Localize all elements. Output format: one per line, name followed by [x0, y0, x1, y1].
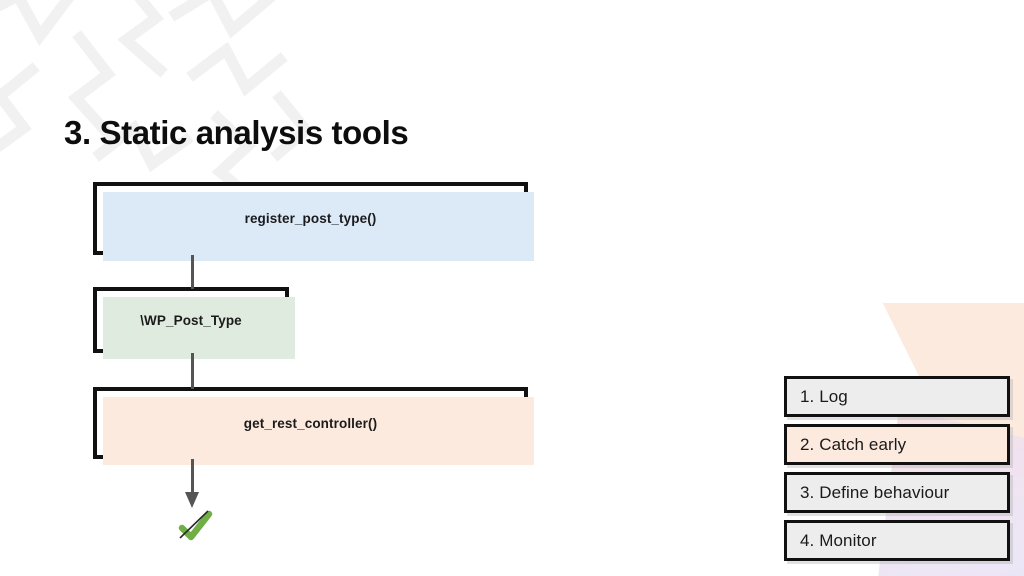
- flow-connector-2: [191, 353, 194, 389]
- flow-node-label: \WP_Post_Type: [140, 312, 242, 328]
- flow-arrow-shaft: [191, 459, 194, 497]
- flow-node-label: get_rest_controller(): [243, 415, 378, 431]
- list-item-label: 2. Catch early: [800, 434, 907, 454]
- check-mark-icon: [178, 510, 213, 541]
- list-item-label: 3. Define behaviour: [800, 482, 950, 502]
- node-fill: [103, 397, 534, 465]
- flow-connector-1: [191, 255, 194, 289]
- list-item-label: 4. Monitor: [800, 530, 877, 550]
- zigzag-pattern-icon: [0, 0, 310, 206]
- flow-node-get-rest-controller[interactable]: get_rest_controller(): [93, 387, 534, 465]
- list-item-label: 1. Log: [800, 386, 848, 406]
- list-item[interactable]: 1. Log: [784, 376, 1010, 417]
- flow-arrow-head: [185, 492, 199, 508]
- priority-list: 1. Log 2. Catch early 3. Define behaviou…: [784, 376, 1010, 561]
- flow-node-register-post-type[interactable]: register_post_type(): [93, 182, 534, 261]
- flow-node-label: register_post_type(): [244, 211, 377, 226]
- node-fill: [103, 297, 295, 359]
- list-item[interactable]: 2. Catch early: [784, 424, 1010, 465]
- node-fill: [103, 192, 534, 261]
- flow-node-wp-post-type[interactable]: \WP_Post_Type: [93, 287, 295, 359]
- list-item[interactable]: 3. Define behaviour: [784, 472, 1010, 513]
- list-item[interactable]: 4. Monitor: [784, 520, 1010, 561]
- page-title: 3. Static analysis tools: [64, 114, 409, 151]
